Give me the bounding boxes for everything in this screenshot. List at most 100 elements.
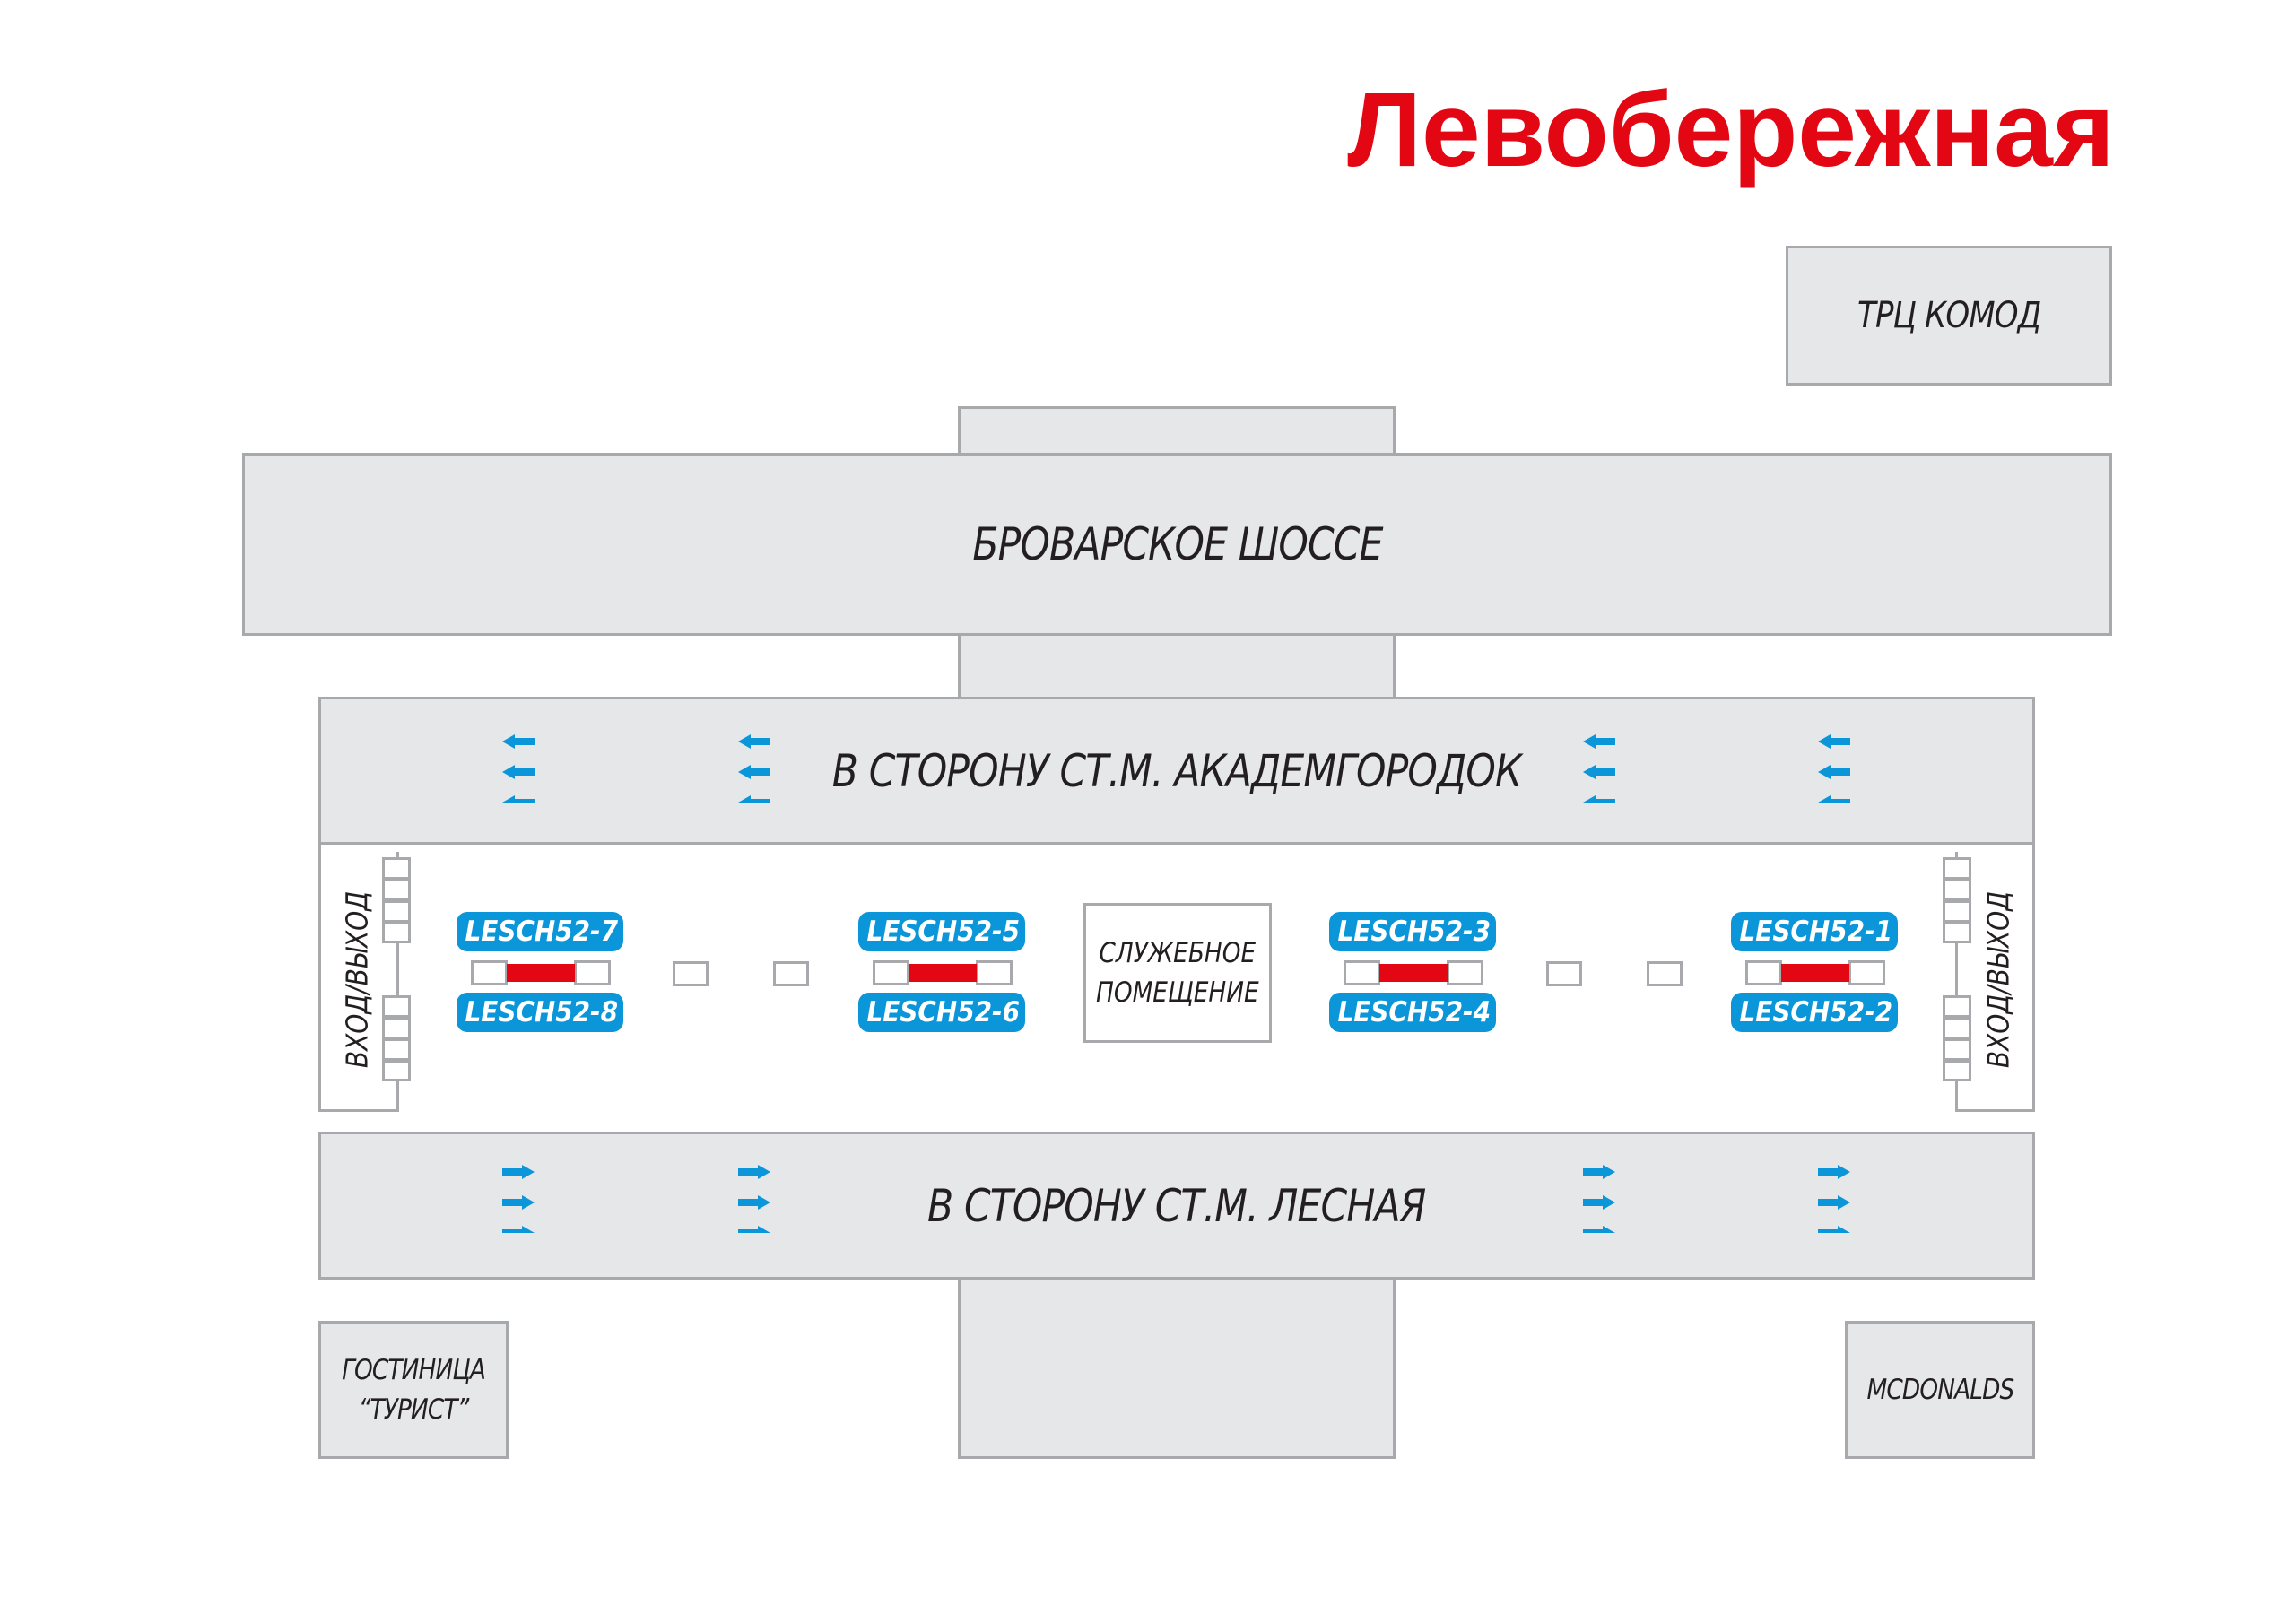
arrow-right-icon <box>1583 1226 1615 1240</box>
arrows-lower-1 <box>500 1161 536 1240</box>
poi-hotel-turist-label: ГОСТИНИЦА “ТУРИСТ” <box>342 1354 486 1426</box>
ad-board-shape <box>873 960 1013 985</box>
badge-lesch52-3-text: LESCH52-3 <box>1337 916 1492 948</box>
arrows-lower-2 <box>736 1161 772 1240</box>
entrance-left-label: ВХОД/ВЫХОД <box>325 852 389 1107</box>
turnstiles-right-top <box>1943 857 1971 943</box>
arrow-left-icon <box>738 734 770 810</box>
entrance-left-text: ВХОД/ВЫХОД <box>339 890 375 1069</box>
empty-board-slot <box>773 961 809 986</box>
badge-lesch52-5-text: LESCH52-5 <box>866 916 1021 948</box>
ad-board-shape <box>1745 960 1885 985</box>
ad-board-panel <box>909 964 977 982</box>
arrow-left-icon <box>1818 765 1850 779</box>
arrow-left-icon <box>1583 765 1615 779</box>
ad-board-panel <box>1379 964 1448 982</box>
poi-mcdonalds-label: MCDONALDS <box>1866 1374 2014 1406</box>
arrow-left-icon <box>1583 795 1615 810</box>
arrow-right-icon <box>738 1226 770 1240</box>
arrow-left-icon <box>502 734 535 810</box>
entrance-left-line <box>396 852 399 1112</box>
arrow-right-icon <box>738 1195 770 1210</box>
ad-board-end <box>1745 960 1782 985</box>
ad-board-end <box>471 960 508 985</box>
arrow-right-icon <box>502 1165 535 1179</box>
badge-lesch52-1: LESCH52-1 <box>1731 912 1898 951</box>
arrows-upper-2 <box>736 731 772 810</box>
badge-lesch52-2: LESCH52-2 <box>1731 993 1898 1032</box>
ad-board-end <box>574 960 611 985</box>
road-brovarskoe: БРОВАРСКОЕ ШОССЕ <box>242 453 2112 636</box>
empty-board-slot <box>1546 961 1582 986</box>
arrow-left-icon <box>1583 734 1615 749</box>
poi-trc-komod: ТРЦ КОМОД <box>1786 246 2112 386</box>
arrow-right-icon <box>502 1165 535 1240</box>
track-akademgorodok-label: В СТОРОНУ СТ.М. АКАДЕМГОРОДОК <box>831 744 1522 797</box>
arrows-upper-4 <box>1816 731 1852 810</box>
ad-board-shape <box>471 960 611 985</box>
track-lesnaya: В СТОРОНУ СТ.М. ЛЕСНАЯ <box>318 1132 2035 1280</box>
arrow-left-icon <box>1818 795 1850 810</box>
arrows-upper-1 <box>500 731 536 810</box>
badge-lesch52-5: LESCH52-5 <box>858 912 1025 951</box>
platform-edge-left <box>318 843 321 1112</box>
badge-lesch52-4: LESCH52-4 <box>1329 993 1496 1032</box>
arrows-lower-3 <box>1581 1161 1617 1240</box>
badge-lesch52-3: LESCH52-3 <box>1329 912 1496 951</box>
ad-board-end <box>873 960 909 985</box>
arrow-right-icon <box>1583 1165 1615 1179</box>
ad-board-5-6 <box>873 959 1013 992</box>
arrow-right-icon <box>738 1165 770 1179</box>
badge-lesch52-7: LESCH52-7 <box>457 912 623 951</box>
arrow-left-icon <box>502 765 535 779</box>
ad-board-end <box>1447 960 1483 985</box>
platform-edge-right <box>2032 843 2035 1112</box>
turnstiles-left-top <box>382 857 411 943</box>
arrow-left-icon <box>502 795 535 810</box>
ad-board-3-4 <box>1344 959 1483 992</box>
arrows-lower-4 <box>1816 1161 1852 1240</box>
ad-board-end <box>976 960 1013 985</box>
entrance-left-bottom-line <box>318 1109 399 1112</box>
entrance-right-text: ВХОД/ВЫХОД <box>1980 890 2016 1069</box>
ad-board-panel <box>507 964 575 982</box>
arrow-right-icon <box>1818 1165 1850 1240</box>
arrow-left-icon <box>1583 734 1615 810</box>
ad-board-end <box>1344 960 1380 985</box>
badge-lesch52-4-text: LESCH52-4 <box>1337 996 1492 1028</box>
arrow-right-icon <box>1583 1165 1615 1240</box>
arrow-right-icon <box>738 1165 770 1240</box>
badge-lesch52-7-text: LESCH52-7 <box>465 916 619 948</box>
badge-lesch52-6-text: LESCH52-6 <box>866 996 1021 1028</box>
ad-board-7-8 <box>471 959 611 992</box>
entrance-right-label: ВХОД/ВЫХОД <box>1966 852 2031 1107</box>
arrow-left-icon <box>1818 734 1850 749</box>
ad-board-1-2 <box>1745 959 1885 992</box>
entrance-right-bottom-line <box>1955 1109 2035 1112</box>
service-room: СЛУЖЕБНОЕ ПОМЕЩЕНИЕ <box>1083 903 1272 1043</box>
empty-board-slot <box>673 961 709 986</box>
track-lesnaya-label: В СТОРОНУ СТ.М. ЛЕСНАЯ <box>927 1179 1426 1232</box>
badge-lesch52-1-text: LESCH52-1 <box>1739 916 1893 948</box>
arrow-left-icon <box>1818 734 1850 810</box>
arrow-left-icon <box>738 795 770 810</box>
badge-lesch52-2-text: LESCH52-2 <box>1739 996 1893 1028</box>
crossing-middle <box>958 632 1396 702</box>
poi-mcdonalds: MCDONALDS <box>1845 1321 2035 1459</box>
track-akademgorodok: В СТОРОНУ СТ.М. АКАДЕМГОРОДОК <box>318 697 2035 845</box>
arrow-right-icon <box>1583 1195 1615 1210</box>
arrow-left-icon <box>738 734 770 749</box>
arrow-right-icon <box>502 1195 535 1210</box>
turnstiles-right-bottom <box>1943 995 1971 1081</box>
entrance-right-line <box>1955 852 1958 1112</box>
station-title: Левобережная <box>1347 71 2115 189</box>
arrows-upper-3 <box>1581 731 1617 810</box>
turnstiles-left-bottom <box>382 995 411 1081</box>
badge-lesch52-6: LESCH52-6 <box>858 993 1025 1032</box>
badge-lesch52-8: LESCH52-8 <box>457 993 623 1032</box>
badge-lesch52-8-text: LESCH52-8 <box>465 996 619 1028</box>
ad-board-panel <box>1781 964 1849 982</box>
arrow-left-icon <box>502 734 535 749</box>
service-room-label: СЛУЖЕБНОЕ ПОМЕЩЕНИЕ <box>1096 937 1259 1009</box>
arrow-right-icon <box>1818 1165 1850 1179</box>
